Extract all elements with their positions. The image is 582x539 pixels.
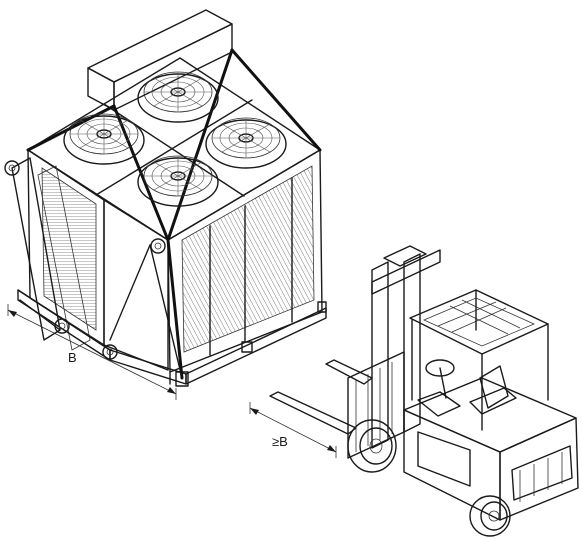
pipe-flanges [4,160,166,360]
forklift-rear-wheel [469,495,511,537]
fan-top-right [137,71,219,123]
forklift-mast [347,245,441,459]
forklift-forks [269,359,373,435]
lifting-beam [87,9,233,111]
forklift-cab [417,359,517,417]
forklift-body [403,377,579,521]
fan-top-left [63,113,145,165]
base-frame [17,289,327,387]
dimension-b-label: B [68,350,77,365]
forklift-overhead-guard [409,289,549,431]
forklift-front-wheel [347,419,397,473]
fan-bottom-left [137,155,219,207]
fan-bottom-right [205,117,287,169]
dimension-fork [249,402,337,458]
dimension-fork-label: ≥B [272,434,288,449]
front-coil-panel [103,149,323,373]
dry-cooler-unit: B [4,9,327,400]
side-frame [11,157,183,379]
forklift: ≥B [249,245,579,537]
dimension-b [7,304,177,400]
